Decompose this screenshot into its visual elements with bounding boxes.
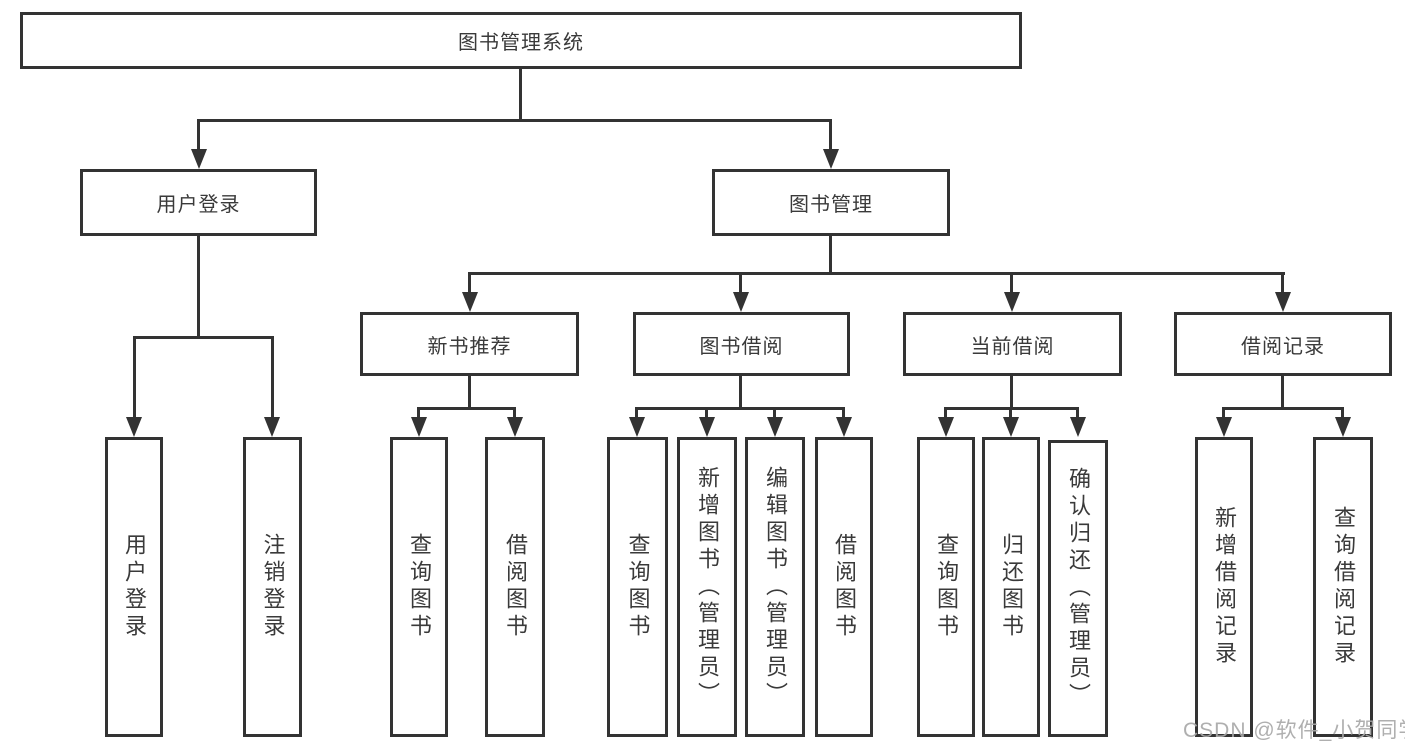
arrow-down-icon [462,292,478,312]
node-current-borrow: 当前借阅 [903,312,1122,376]
connector-drop [271,336,274,419]
node-book-borrow: 图书借阅 [633,312,850,376]
connector-branch [133,336,274,339]
connector-drop [773,407,776,419]
connector-drop [133,336,136,419]
leaf-query-borrow-record: 查询借阅记录 [1313,437,1373,737]
node-label: 新增借阅记录 [1212,506,1237,668]
node-label: 编辑图书（管理员） [763,465,788,709]
node-label: 新书推荐 [427,335,512,358]
node-label: 查询图书 [407,533,432,641]
connector-branch [469,272,1285,275]
connector-drop [417,407,420,419]
arrow-down-icon [767,417,783,437]
leaf-query-books: 查询图书 [607,437,668,737]
connector-drop [513,407,516,419]
connector-stem [197,236,200,336]
arrow-down-icon [264,417,280,437]
connector-drop [1341,407,1344,419]
connector-drop [829,119,832,149]
arrow-down-icon [699,417,715,437]
csdn-watermark: CSDN @软件_小贺同学 [1183,719,1405,742]
node-label: 查询图书 [934,533,959,641]
connector-stem [739,376,742,407]
connector-drop [842,407,845,419]
node-borrow-record: 借阅记录 [1174,312,1392,376]
node-label: 借阅图书 [832,533,857,641]
arrow-down-icon [1275,292,1291,312]
connector-drop [1281,272,1284,292]
node-label: 用户登录 [122,533,147,641]
arrow-down-icon [126,417,142,437]
arrow-down-icon [1070,417,1086,437]
node-label: 当前借阅 [970,335,1055,358]
connector-drop [1076,407,1079,419]
arrow-down-icon [1335,417,1351,437]
leaf-logout: 注销登录 [243,437,302,737]
node-label: 查询借阅记录 [1331,506,1356,668]
connector-drop [635,407,638,419]
connector-drop [705,407,708,419]
leaf-borrow-books: 借阅图书 [485,437,545,737]
connector-drop [1222,407,1225,419]
connector-root-branch [198,119,832,122]
connector-stem [1010,376,1013,407]
arrow-down-icon [1216,417,1232,437]
arrow-down-icon [191,149,207,169]
connector-drop [944,407,947,419]
node-label: 查询图书 [625,533,651,641]
arrow-down-icon [823,149,839,169]
leaf-query-books: 查询图书 [390,437,448,737]
connector-root-stem [519,69,522,119]
node-label: 新增图书（管理员） [695,465,720,709]
node-label: 确认归还（管理员） [1066,467,1091,710]
arrow-down-icon [1003,417,1019,437]
connector-drop [739,272,742,292]
node-user-login: 用户登录 [80,169,317,236]
arrow-down-icon [938,417,954,437]
arrow-down-icon [836,417,852,437]
node-label: 注销登录 [260,533,286,641]
connector-stem [468,376,471,407]
connector-branch [635,407,845,410]
connector-drop [468,272,471,292]
leaf-borrow-books: 借阅图书 [815,437,873,737]
node-label: 借阅记录 [1241,335,1325,358]
node-root-library-system: 图书管理系统 [20,12,1022,69]
connector-branch [1222,407,1344,410]
arrow-down-icon [411,417,427,437]
node-label: 借阅图书 [503,533,528,641]
arrow-down-icon [1004,292,1020,312]
connector-drop [1010,272,1013,292]
arrow-down-icon [629,417,645,437]
connector-branch [417,407,516,410]
node-label: 图书借阅 [699,335,784,358]
node-new-book-recommend: 新书推荐 [360,312,579,376]
leaf-add-books-admin: 新增图书（管理员） [677,437,737,737]
leaf-confirm-return-admin: 确认归还（管理员） [1048,440,1108,737]
leaf-user-login: 用户登录 [105,437,163,737]
arrow-down-icon [733,292,749,312]
node-label: 图书管理系统 [458,32,584,54]
leaf-add-borrow-record: 新增借阅记录 [1195,437,1253,737]
connector-stem [829,236,832,272]
arrow-down-icon [507,417,523,437]
leaf-edit-books-admin: 编辑图书（管理员） [745,437,805,737]
node-label: 图书管理 [789,194,873,216]
connector-drop [197,119,200,149]
node-book-management: 图书管理 [712,169,950,236]
leaf-return-books: 归还图书 [982,437,1040,737]
connector-drop [1009,407,1012,419]
node-label: 用户登录 [156,194,241,216]
node-label: 归还图书 [999,533,1024,641]
connector-stem [1281,376,1284,407]
leaf-query-books: 查询图书 [917,437,975,737]
